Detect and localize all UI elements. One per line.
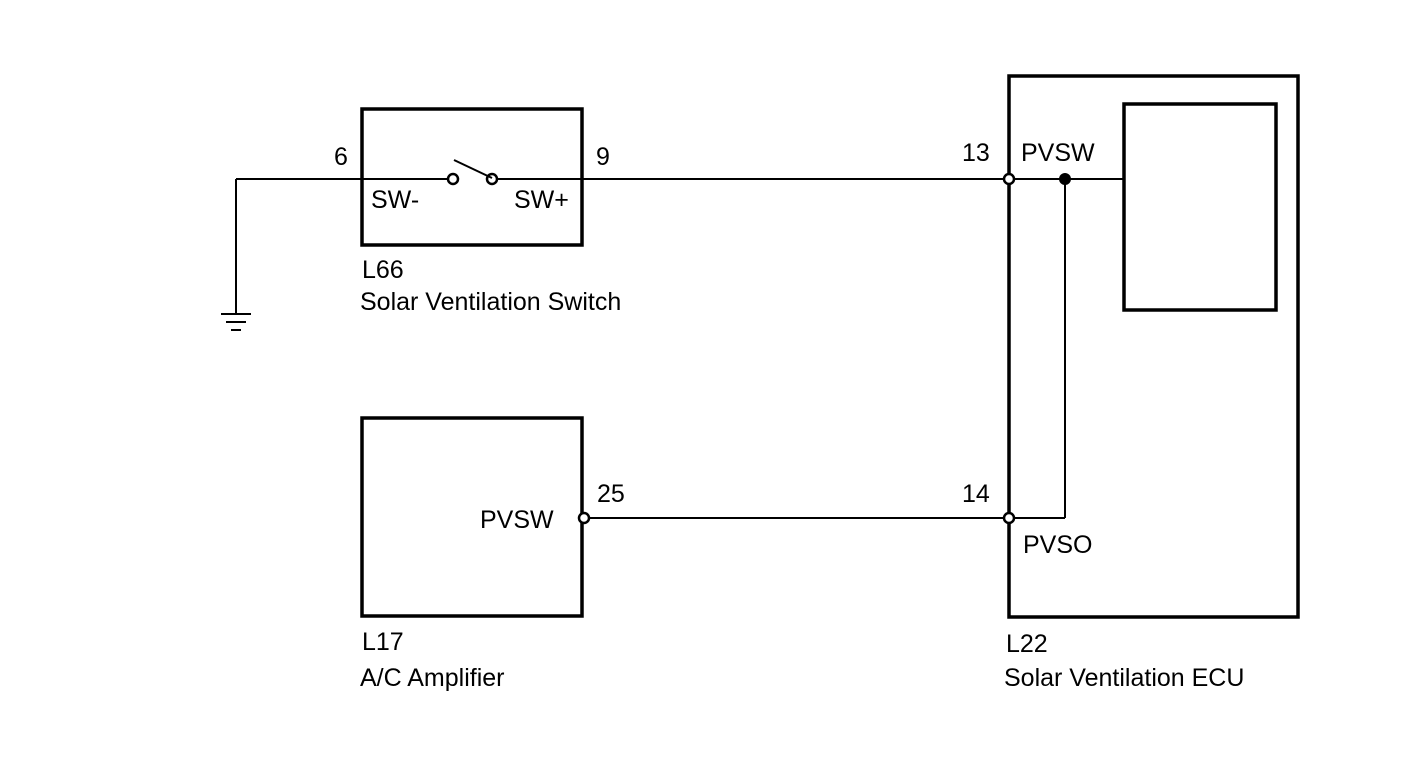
switch-pin-left: 6 [334,143,348,171]
switch-name: Solar Ventilation Switch [360,288,621,316]
switch-code: L66 [362,256,404,284]
switch-contact-icon [446,159,499,186]
amplifier-name: A/C Amplifier [360,664,504,692]
ecu-signal-top: PVSW [1021,139,1095,167]
ecu-signal-bottom: PVSO [1023,531,1092,559]
amplifier-code: L17 [362,628,404,656]
ecu-junction-dot [1059,173,1071,185]
ground-symbol [221,179,251,331]
ecu-box [1007,74,1300,619]
ecu-terminal-bottom [1002,511,1016,525]
amplifier-signal-label: PVSW [480,506,554,534]
ecu-pin-bottom: 14 [962,480,990,508]
amplifier-pin: 25 [597,480,625,508]
switch-label-left: SW- [371,186,419,214]
amplifier-terminal [577,511,591,525]
ecu-code: L22 [1006,630,1048,658]
switch-box [360,107,584,247]
switch-pin-right: 9 [596,143,610,171]
ecu-terminal-top [1002,172,1016,186]
switch-label-right: SW+ [514,186,569,214]
ecu-name: Solar Ventilation ECU [1004,664,1244,692]
ecu-inner-block [1122,102,1278,312]
ecu-pin-top: 13 [962,139,990,167]
